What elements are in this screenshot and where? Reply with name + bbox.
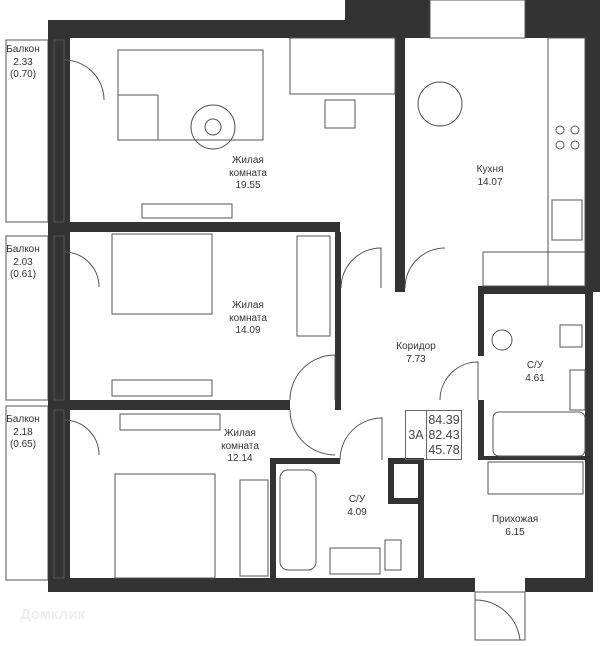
furniture <box>111 37 586 579</box>
walls <box>48 0 600 592</box>
balconies <box>5 39 49 581</box>
apartment-type: 3A <box>406 411 427 459</box>
living-area: 45.78 <box>428 442 460 457</box>
windows <box>53 0 526 579</box>
watermark: Домклик <box>20 606 85 623</box>
apartment-area-box: 3A 84.39 82.43 45.78 <box>405 410 462 460</box>
total-area: 84.39 <box>428 412 460 427</box>
total-area-2: 82.43 <box>428 427 460 442</box>
doors <box>63 59 526 641</box>
